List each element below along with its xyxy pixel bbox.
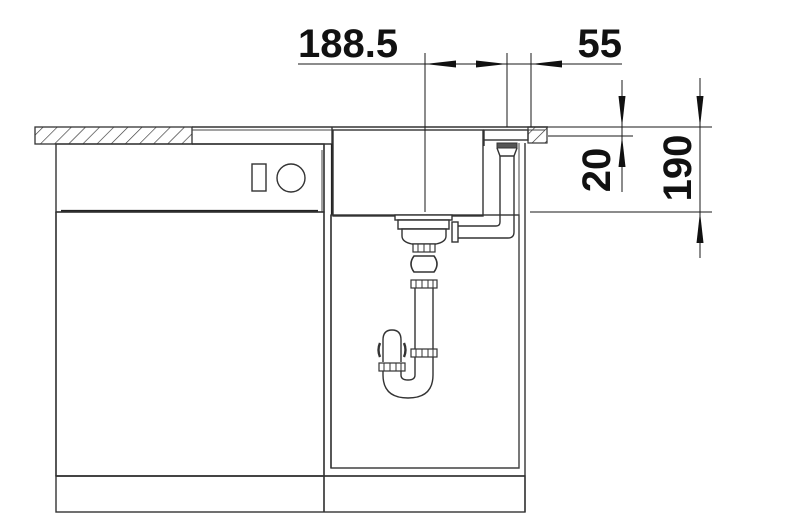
arrow-down-icon xyxy=(696,96,704,127)
dimension-label-55: 55 xyxy=(578,22,623,66)
p-trap-siphon xyxy=(377,243,438,399)
horizontal-dimensions xyxy=(298,53,623,212)
dishwasher-indicator-icon xyxy=(251,163,267,192)
arrow-right-icon xyxy=(476,60,507,68)
arrow-left-icon xyxy=(531,60,562,68)
countertop-hatched-right xyxy=(527,126,548,144)
plinth xyxy=(55,475,526,513)
arrow-up-icon xyxy=(696,212,704,243)
overflow-pipe xyxy=(451,142,518,243)
dimension-label-188-5: 188.5 xyxy=(298,22,398,66)
drain-strainer xyxy=(394,214,453,245)
arrow-up-icon xyxy=(618,136,626,167)
dimension-label-20: 20 xyxy=(575,148,619,193)
overflow-cap xyxy=(496,142,518,149)
dishwasher xyxy=(55,143,325,512)
arrow-down-icon xyxy=(618,96,626,127)
arrow-left-icon xyxy=(425,60,456,68)
countertop-hatched-section xyxy=(34,126,193,145)
vertical-dimensions xyxy=(530,78,712,258)
dimension-label-190: 190 xyxy=(656,135,700,202)
sink-base-cabinet xyxy=(330,143,526,512)
dishwasher-front-panel xyxy=(55,211,325,477)
dishwasher-knob-icon xyxy=(276,163,306,193)
dishwasher-control-panel xyxy=(55,143,325,213)
